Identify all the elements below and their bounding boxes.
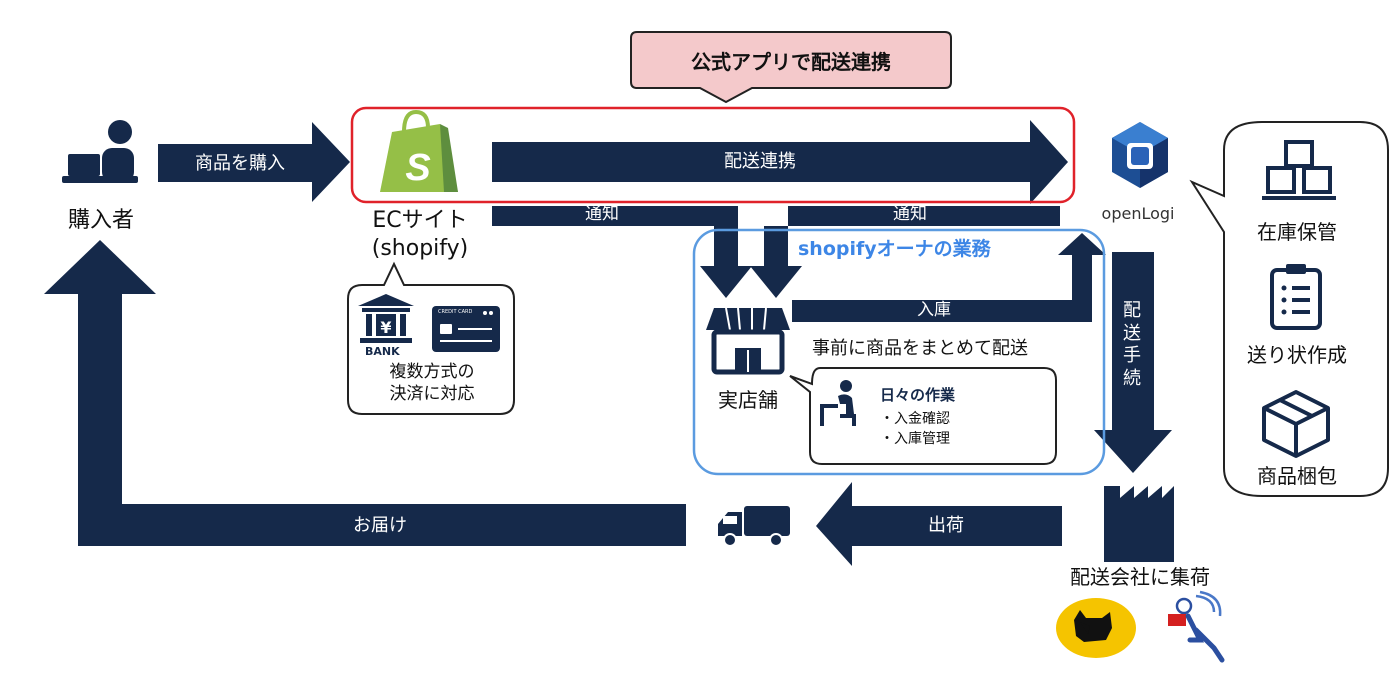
- carrier-runner-logo-icon: [1168, 590, 1225, 663]
- truck-icon: [718, 506, 790, 547]
- arrow-purchase: [158, 122, 350, 202]
- arrow-shipment: [816, 482, 1062, 566]
- openlogi-logo-text: openLogi: [1101, 204, 1175, 223]
- service-label-storage: 在庫保管: [1257, 220, 1337, 244]
- services-bubble: [1189, 121, 1389, 497]
- bank-icon: ¥: [358, 294, 414, 343]
- arrow-shipping-procedure: [1094, 252, 1172, 473]
- openlogi-logo-icon: [1112, 122, 1168, 188]
- callout-top-text: 公式アプリで配送連携: [691, 50, 891, 74]
- store-label: 実店舗: [718, 388, 778, 412]
- daily-tasks-title: 日々の作業: [880, 386, 956, 404]
- arrow-notify-left: [492, 206, 752, 298]
- shopify-logo-icon: S: [380, 109, 458, 192]
- owner-tasks-frame: [692, 228, 1106, 476]
- ec-site-label-line2: (shopify): [371, 236, 469, 261]
- buyer-icon: [62, 120, 138, 183]
- arrow-purchase-label: 商品を購入: [195, 153, 285, 174]
- arrow-notify-right-label: 通知: [893, 204, 927, 224]
- payment-text-line2: 決済に対応: [389, 384, 475, 404]
- arrow-notify-left-label: 通知: [585, 204, 619, 224]
- arrow-shipping-link-label: 配送連携: [724, 151, 796, 172]
- arrow-shipment-label: 出荷: [928, 515, 964, 536]
- arrow-shipping-procedure-label: 配送手続: [1123, 300, 1141, 389]
- bulk-ship-text: 事前に商品をまとめて配送: [812, 338, 1028, 359]
- arrow-delivery: [44, 240, 686, 546]
- arrow-notify-right: [750, 206, 1060, 298]
- arrow-delivery-label: お届け: [353, 515, 407, 536]
- buyer-label: 購入者: [67, 208, 135, 233]
- arrow-receiving: [792, 233, 1106, 322]
- service-label-invoice: 送り状作成: [1247, 343, 1347, 367]
- svg-text:¥: ¥: [380, 318, 391, 337]
- factory-icon: [1104, 486, 1174, 562]
- credit-card-icon: [432, 306, 500, 352]
- arrow-receiving-label: 入庫: [917, 300, 951, 320]
- card-text: CREDIT CARD: [438, 309, 473, 315]
- arrow-shipping-link: [492, 120, 1068, 204]
- daily-task-item-2: ・入庫管理: [880, 431, 950, 447]
- daily-task-item-1: ・入金確認: [880, 411, 950, 427]
- owner-box-title: shopifyオーナの業務: [798, 238, 991, 260]
- callout-top-bubble: [630, 31, 952, 104]
- service-label-packing: 商品梱包: [1257, 464, 1337, 488]
- carrier-label: 配送会社に集荷: [1070, 565, 1210, 589]
- warehouse-boxes-icon: [1262, 140, 1336, 200]
- package-box-icon: [1262, 390, 1330, 458]
- carrier-cat-logo-icon: [1056, 598, 1136, 658]
- svg-text:S: S: [405, 147, 430, 189]
- bank-text: BANK: [365, 345, 400, 358]
- payment-text-line1: 複数方式の: [389, 362, 475, 382]
- store-icon: [706, 307, 790, 375]
- desk-worker-icon: [820, 380, 856, 426]
- ec-site-label-line1: ECサイト: [372, 208, 468, 233]
- daily-tasks-bubble: [789, 367, 1057, 465]
- clipboard-list-icon: [1270, 264, 1322, 330]
- official-app-frame: [350, 106, 1076, 204]
